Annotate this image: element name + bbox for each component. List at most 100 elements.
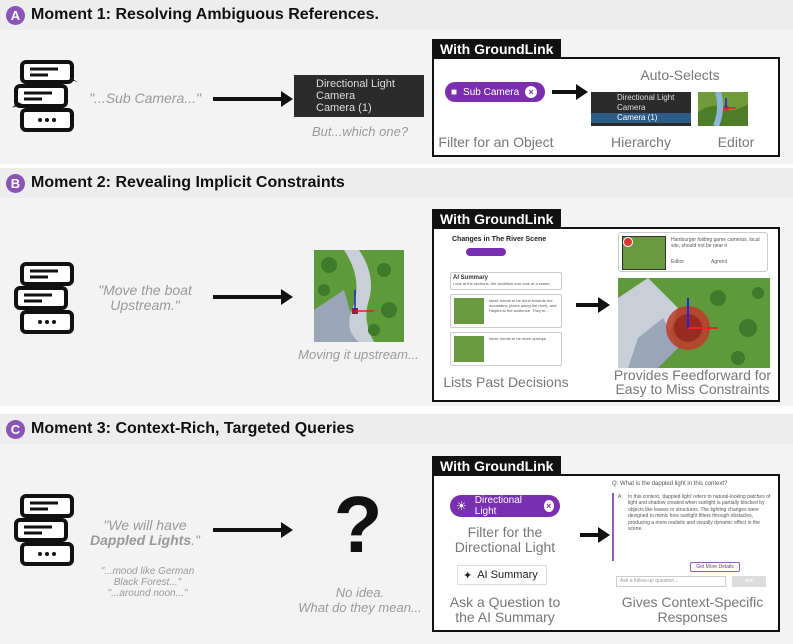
arrow-icon [213,289,293,305]
pill-label: Sub Camera [463,86,520,98]
section-c-header: C Moment 3: Context-Rich, Targeted Queri… [0,414,793,444]
hierarchy-item-selected[interactable]: Camera (1) [591,113,691,123]
qa-panel: Q: What is the dappled light in this con… [610,478,775,590]
sub-quote: Black Forest..." [113,577,182,588]
hierarchy-item[interactable]: Camera [316,90,356,102]
chat-bubbles-icon [12,60,78,132]
caption-lists-past-decisions: Lists Past Decisions [443,374,569,390]
mini-hierarchy-panel: Directional Light Camera Camera (1) [591,92,691,126]
quote-line: "Move the boat [98,282,192,298]
decision-thumbnail [454,336,484,362]
sub-quote: "...around noon..." [107,588,188,599]
quote-line: "We will have [103,517,187,533]
filter-pill-purple[interactable] [466,248,506,256]
caption-hierarchy: Hierarchy [611,134,671,150]
quote-line: Dappled Lights." [85,533,205,548]
decision-text: Ideal: needs to be more upslope [489,336,547,341]
sub-quote: "...mood like German [100,566,195,577]
section-b-title: Moment 2: Revealing Implicit Constraints [31,174,345,191]
decision-thumbnail [454,298,484,324]
caption-line: Filter for the [467,524,543,540]
quote-end: ." [191,532,200,548]
warning-icon [623,237,633,247]
section-a-header: A Moment 1: Resolving Ambiguous Referenc… [0,0,793,30]
ai-summary-button-label: AI Summary [477,569,538,581]
sub-camera-filter-pill[interactable]: ■ Sub Camera × [445,82,545,102]
hierarchy-item[interactable]: Camera (1) [316,102,372,114]
section-c-quote: "We will have Dappled Lights." [85,518,205,548]
qa-answer-prefix: A: [618,494,623,500]
arrow-icon [213,91,293,107]
hierarchy-panel: Directional Light Camera Camera (1) [294,75,424,117]
question-mark-icon: ? [333,480,383,569]
feedback-agreed: Agreed [711,259,728,265]
caption-filter-object: Filter for an Object [438,134,554,150]
section-c-title: Moment 3: Context-Rich, Targeted Queries [31,420,355,437]
feedback-text: Hamburger folding game cameras. local si… [671,237,760,249]
section-c-subquotes: "...mood like German Black Forest..." ".… [85,566,210,599]
section-b-badge: B [6,173,25,193]
auto-selects-label: Auto-Selects [640,67,720,83]
groundlink-label-c: With GroundLink [432,456,562,476]
changes-panel-title: Changes in The River Scene [452,236,547,243]
pill-label: Directional Light [474,495,523,517]
directional-light-filter-pill[interactable]: ☀ Directional Light × [450,495,560,517]
section-a-title: Moment 1: Resolving Ambiguous References… [31,6,379,23]
feedback-editor: Editor [671,259,685,265]
close-icon[interactable]: × [543,500,554,512]
qa-answer: In this context, 'dappled light' refers … [628,494,771,533]
feedforward-scene-image [618,278,770,368]
section-a-badge: A [6,5,25,25]
quote-bold: Dappled Lights [90,532,192,548]
problem-caption-line: What do they mean... [298,600,422,615]
section-b-header: B Moment 2: Revealing Implicit Constrain… [0,168,793,198]
decision-card[interactable]: Ideal: needs to be more upslope [450,332,562,366]
problem-caption-line: No idea. [335,585,385,600]
chat-bubbles-icon [14,494,74,566]
get-more-details-button[interactable]: Get More Details [690,562,740,572]
caption-ask-question: Ask a Question to the AI Summary [440,595,570,625]
caption-filter-directional: Filter for the Directional Light [440,525,570,555]
arrow-icon [213,522,293,538]
caption-feedforward-line1: Provides Feedforward for [613,367,772,383]
groundlink-label-a: With GroundLink [432,39,562,59]
close-icon[interactable]: × [525,86,538,98]
hierarchy-item[interactable]: Directional Light [617,93,675,102]
caption-context-specific: Gives Context-Specific Responses [600,595,785,625]
section-a-quote: "...Sub Camera..." [89,90,201,106]
qa-answer-rule [612,493,614,561]
caption-line: Ask a Question to [449,594,561,610]
section-b-quote: "Move the boat Upstream." [85,283,205,313]
ai-summary-button[interactable]: ✦ AI Summary [457,565,547,585]
section-b-problem-caption: Moving it upstream... [298,347,419,362]
caption-line: Directional Light [454,539,556,555]
decision-text: Ideal: needs to be done towards the moun… [489,298,557,313]
decision-card[interactable]: Ideal: needs to be done towards the moun… [450,294,562,328]
qa-question: Q: What is the dappled light in this con… [612,481,728,487]
caption-line: the AI Summary [455,609,555,625]
caption-feedforward-line2: Easy to Miss Constraints [615,381,770,397]
section-c-badge: C [6,419,25,439]
arrow-icon [552,84,588,100]
sun-icon: ☀ [456,499,467,513]
editor-thumbnail [698,92,748,126]
ask-button[interactable]: Ask [732,576,766,587]
arrow-icon [576,297,610,313]
changes-panel: Changes in The River Scene AI Summary Lo… [446,232,566,368]
section-c-problem-caption: No idea. What do they mean... [290,585,430,615]
river-scene-image [314,250,404,342]
ai-summary-text: Look at the sections, the workflow now l… [453,281,551,286]
camera-icon: ■ [451,86,458,98]
ai-summary-label: AI Summary [453,275,489,281]
hierarchy-item[interactable]: Directional Light [316,78,395,90]
ask-input[interactable]: Ask a follow-up question... [616,576,726,587]
hierarchy-item[interactable]: Camera [617,103,646,112]
groundlink-label-b: With GroundLink [432,209,562,229]
sparkle-icon: ✦ [463,569,473,582]
quote-line: Upstream." [110,297,180,313]
ai-summary-box: AI Summary Look at the sections, the wor… [450,272,562,290]
caption-line: Gives Context-Specific [621,594,764,610]
caption-line: Responses [657,609,728,625]
feedback-card: Hamburger folding game cameras. local si… [618,232,768,272]
arrow-icon [580,527,610,543]
